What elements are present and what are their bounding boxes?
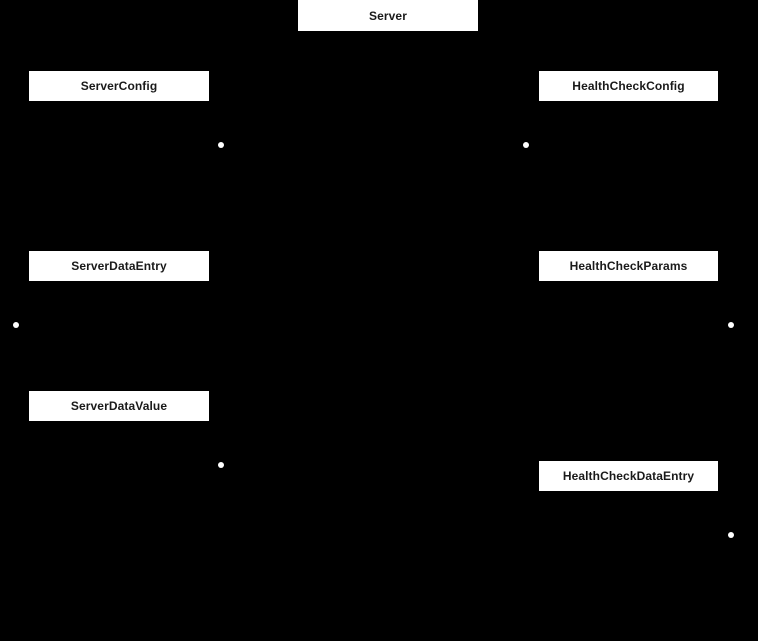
class-box-label: HealthCheckDataEntry [562,469,695,483]
class-box-label: HealthCheckParams [569,259,688,273]
relation-marker-3 [13,322,19,328]
class-box-server[interactable]: Server [298,0,478,31]
class-box-health-check-data-entry[interactable]: HealthCheckDataEntry [539,461,718,491]
class-box-label: ServerConfig [80,79,158,93]
relation-marker-5 [218,462,224,468]
class-box-server-data-value[interactable]: ServerDataValue [29,391,209,421]
class-box-label: ServerDataValue [70,399,168,413]
class-box-label: ServerDataEntry [71,259,167,273]
class-box-label: Server [369,8,407,23]
class-box-server-config[interactable]: ServerConfig [29,71,209,101]
relation-marker-1 [218,142,224,148]
class-box-health-check-config[interactable]: HealthCheckConfig [539,71,718,101]
class-box-health-check-params[interactable]: HealthCheckParams [539,251,718,281]
relation-marker-2 [523,142,529,148]
relation-marker-6 [728,532,734,538]
class-box-label: HealthCheckConfig [572,79,685,93]
relation-marker-4 [728,322,734,328]
class-box-server-data-entry[interactable]: ServerDataEntry [29,251,209,281]
